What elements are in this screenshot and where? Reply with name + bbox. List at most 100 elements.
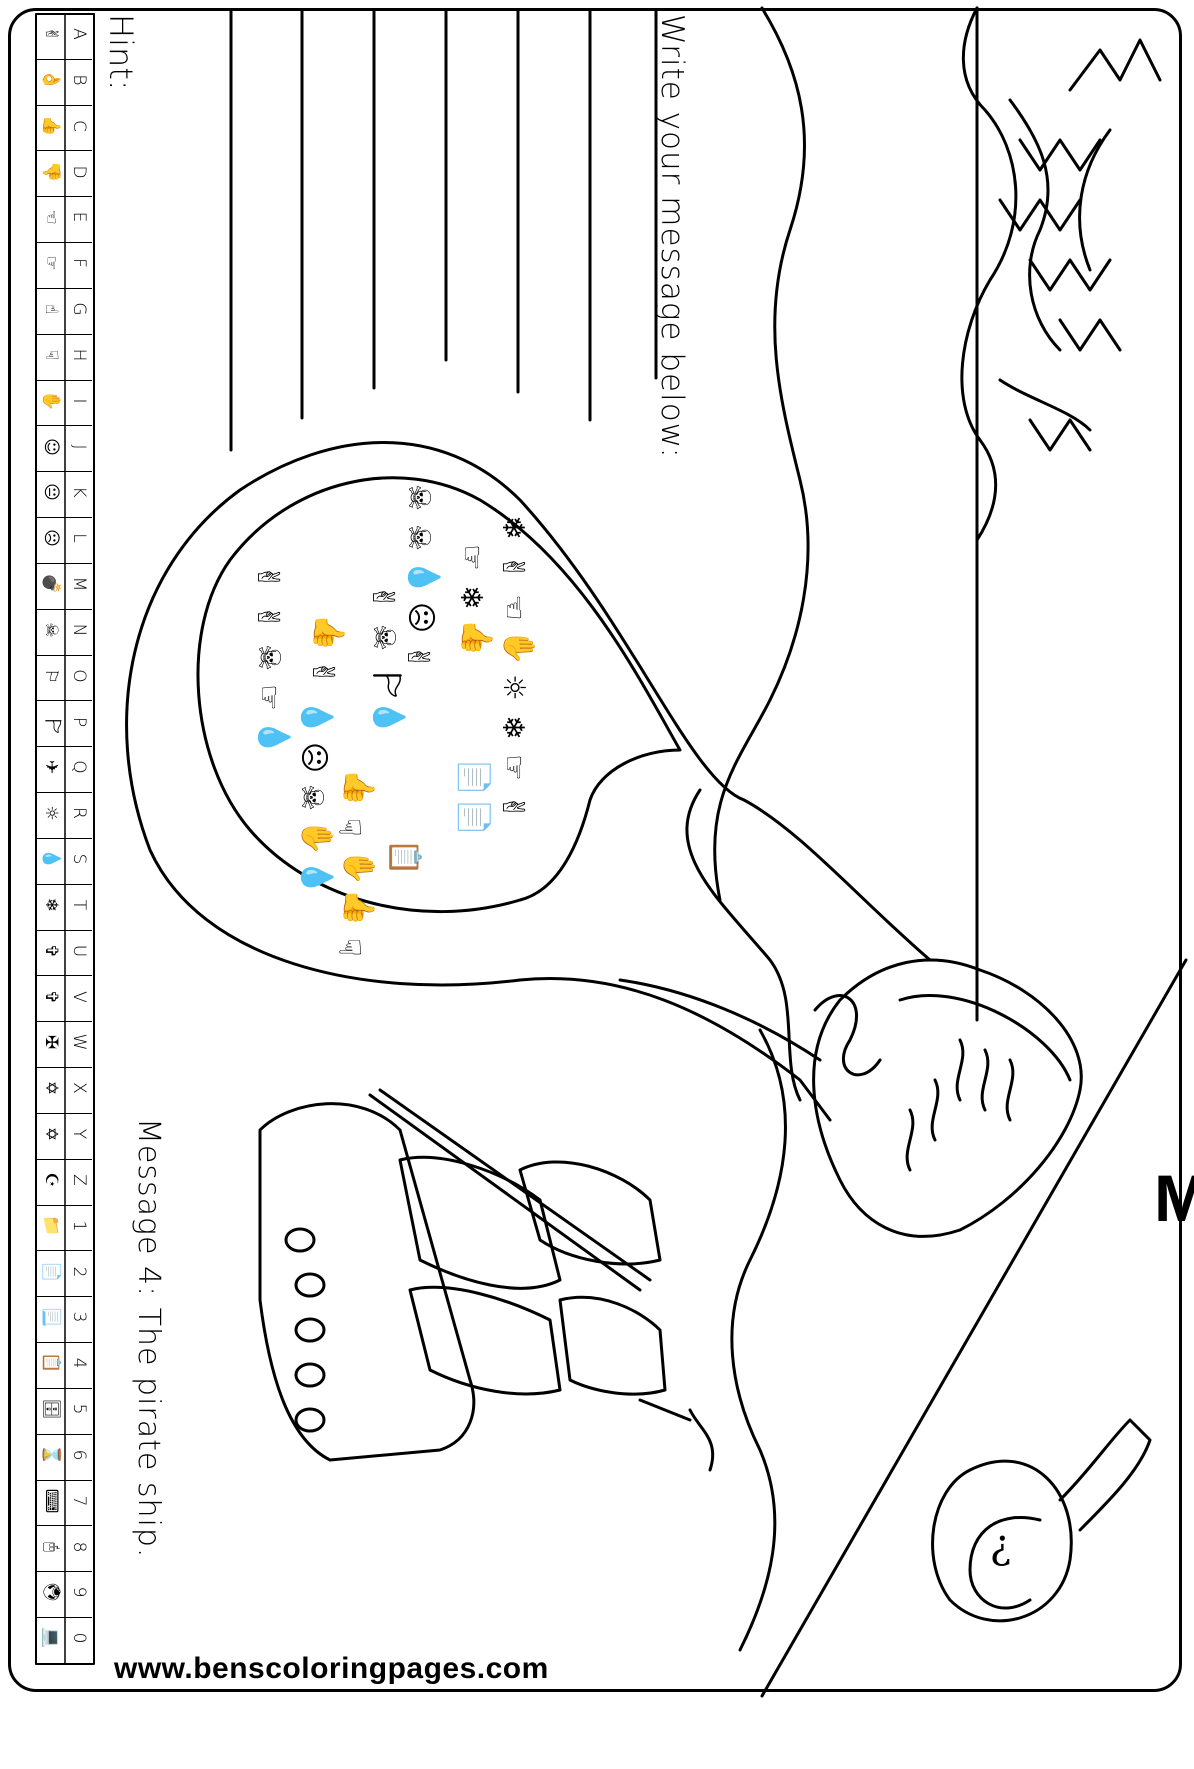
coloring-artwork: ? bbox=[35, 6, 1188, 1698]
message-glyph: ☹ bbox=[403, 601, 439, 634]
key-glyph: ✠ bbox=[41, 1035, 61, 1050]
message-glyph: 👍 bbox=[311, 613, 347, 652]
key-glyph: ☠ bbox=[41, 622, 61, 638]
message-glyph: ❄ bbox=[495, 514, 531, 541]
message-glyph: 💧 bbox=[299, 858, 335, 897]
message-glyph: ✌ bbox=[365, 584, 401, 611]
key-glyph: 📋 bbox=[41, 1352, 61, 1374]
message-glyph: ✌ bbox=[250, 564, 286, 591]
key-char: B bbox=[69, 74, 89, 86]
pirate-ship bbox=[258, 1102, 476, 1462]
key-row: 😐K bbox=[36, 472, 92, 519]
message-glyph: ✋ bbox=[341, 848, 377, 887]
key-char: 0 bbox=[69, 1632, 89, 1644]
key-char: R bbox=[69, 807, 89, 820]
key-row: 📃3 bbox=[36, 1297, 92, 1344]
key-char: F bbox=[69, 258, 89, 269]
message-glyph: ✌ bbox=[305, 659, 341, 686]
message-glyph: ☠ bbox=[400, 524, 436, 551]
key-char: 3 bbox=[69, 1311, 89, 1323]
key-row: 👌B bbox=[36, 60, 92, 106]
title-band-line bbox=[760, 958, 1188, 1698]
key-row: ✞U bbox=[36, 931, 92, 977]
key-char: 5 bbox=[69, 1403, 89, 1415]
key-char: U bbox=[69, 944, 89, 957]
key-row: 👍C bbox=[36, 106, 92, 152]
message-glyph: ✌ bbox=[495, 794, 531, 821]
message-glyph: ☼ bbox=[495, 674, 531, 701]
message-glyph: 📄 bbox=[456, 758, 492, 797]
key-row: ☺J bbox=[36, 427, 92, 473]
key-char: A bbox=[69, 28, 89, 40]
wave-line bbox=[713, 6, 810, 902]
key-row: 💣M bbox=[36, 564, 92, 610]
key-glyph: ✈ bbox=[41, 760, 61, 775]
key-glyph: 👎 bbox=[41, 160, 61, 183]
message-glyph: ❄ bbox=[495, 714, 531, 741]
message-glyph: 💧 bbox=[256, 718, 292, 757]
key-glyph: ⚐ bbox=[41, 668, 61, 684]
key-glyph: ⌛ bbox=[41, 1444, 61, 1466]
message-glyph: ☠ bbox=[250, 644, 286, 671]
key-glyph: ☝ bbox=[41, 303, 61, 315]
message-caption: Message 4: The pirate ship. bbox=[131, 1118, 166, 1559]
key-glyph: 👍 bbox=[41, 115, 61, 137]
bottle-outline bbox=[125, 441, 832, 1122]
key-char: J bbox=[69, 443, 89, 449]
key-char: Y bbox=[69, 1128, 89, 1140]
key-char: K bbox=[69, 486, 89, 498]
key-glyph: 🏱 bbox=[42, 718, 63, 734]
key-char: X bbox=[69, 1082, 89, 1094]
message-glyph: ☞ bbox=[495, 754, 531, 781]
key-char: 2 bbox=[69, 1266, 89, 1277]
key-row: ✡X bbox=[36, 1068, 92, 1114]
key-row: ⌨7 bbox=[36, 1481, 92, 1527]
message-glyph: 🏱 bbox=[368, 672, 404, 699]
key-glyph: ✞ bbox=[41, 989, 61, 1004]
key-char: 7 bbox=[69, 1495, 89, 1507]
message-glyph: ☟ bbox=[331, 818, 367, 837]
key-glyph: ☪ bbox=[41, 1172, 61, 1188]
key-char: N bbox=[69, 623, 89, 637]
key-row: ☞F bbox=[36, 243, 92, 289]
small-bottle-icon bbox=[931, 1459, 1073, 1623]
key-char: T bbox=[69, 899, 89, 911]
key-row: ☟H bbox=[36, 335, 92, 381]
site-url[interactable]: www.benscoloringpages.com bbox=[114, 1652, 549, 1685]
message-glyph: ☠ bbox=[365, 624, 401, 651]
key-glyph: ☞ bbox=[41, 255, 61, 271]
key-row: ☜E bbox=[36, 197, 92, 244]
message-glyph: ✋ bbox=[501, 628, 537, 667]
key-glyph: 📁 bbox=[41, 1215, 61, 1237]
message-glyph: ☞ bbox=[250, 684, 286, 711]
key-char: V bbox=[69, 990, 89, 1003]
key-char: H bbox=[69, 348, 89, 362]
message-glyph: 📋 bbox=[387, 838, 423, 877]
key-glyph: ☺ bbox=[41, 437, 61, 456]
key-glyph: 📃 bbox=[41, 1306, 61, 1328]
key-row: ☼R bbox=[36, 793, 92, 839]
key-char: M bbox=[69, 576, 89, 592]
message-glyph: ✋ bbox=[299, 818, 335, 857]
key-row: 💻0 bbox=[36, 1618, 92, 1664]
key-row: ⚐O bbox=[36, 656, 92, 702]
message-glyph: 👍 bbox=[459, 618, 495, 657]
key-char: W bbox=[69, 1033, 89, 1051]
key-char: L bbox=[69, 533, 89, 543]
wave-line bbox=[685, 788, 802, 1102]
key-row: 🏱P bbox=[36, 702, 92, 748]
message-glyph: 💧 bbox=[299, 698, 335, 737]
message-glyph: ✌ bbox=[250, 604, 286, 631]
key-row: ☪Z bbox=[36, 1160, 92, 1206]
key-row: ⌛6 bbox=[36, 1435, 92, 1481]
key-glyph: 🖰 bbox=[41, 1541, 61, 1552]
page-title-text: Message in a bottle bbox=[1154, 1160, 1194, 1236]
svg-text:?: ? bbox=[991, 1526, 1012, 1572]
key-glyph: 👌 bbox=[41, 69, 61, 91]
key-glyph: ✡ bbox=[41, 1126, 61, 1142]
key-glyph: ✋ bbox=[41, 390, 61, 412]
key-row: ✈Q bbox=[36, 747, 92, 794]
key-char: S bbox=[69, 853, 89, 865]
page-title: Message in a bottle bbox=[1078, 1160, 1194, 1769]
key-row: ✋I bbox=[36, 381, 92, 427]
